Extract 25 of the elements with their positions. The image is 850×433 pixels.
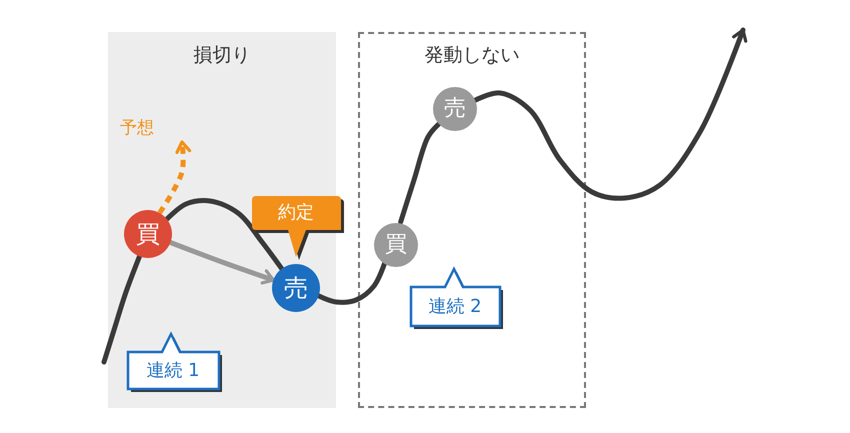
price-line	[102, 254, 142, 364]
callout-bubble	[252, 196, 344, 258]
trade-circle	[272, 264, 320, 312]
price-line	[168, 240, 276, 285]
price-line	[164, 198, 284, 272]
trade-circle	[433, 87, 477, 131]
callout-bubble	[410, 268, 504, 330]
trade-circle	[374, 223, 418, 267]
callout-bubble	[127, 333, 223, 393]
price-line	[472, 28, 748, 201]
trade-label: 買	[385, 234, 407, 256]
trade-circle	[124, 210, 172, 258]
price-line	[316, 260, 388, 305]
panel-title: 発動しない	[424, 43, 520, 68]
price-line	[398, 121, 442, 225]
callout-text: 約定	[277, 202, 315, 224]
panel-title: 損切り	[192, 43, 252, 68]
forecast-label: 予想	[120, 117, 154, 139]
trade-label: 売	[284, 276, 308, 300]
trade-label: 売	[444, 98, 466, 120]
callout-text: 連続 1	[145, 360, 201, 382]
dashed-region	[358, 32, 586, 408]
callout-text: 連続 2	[427, 296, 483, 318]
trade-label: 買	[136, 222, 160, 246]
forecast-arrow	[157, 140, 192, 214]
